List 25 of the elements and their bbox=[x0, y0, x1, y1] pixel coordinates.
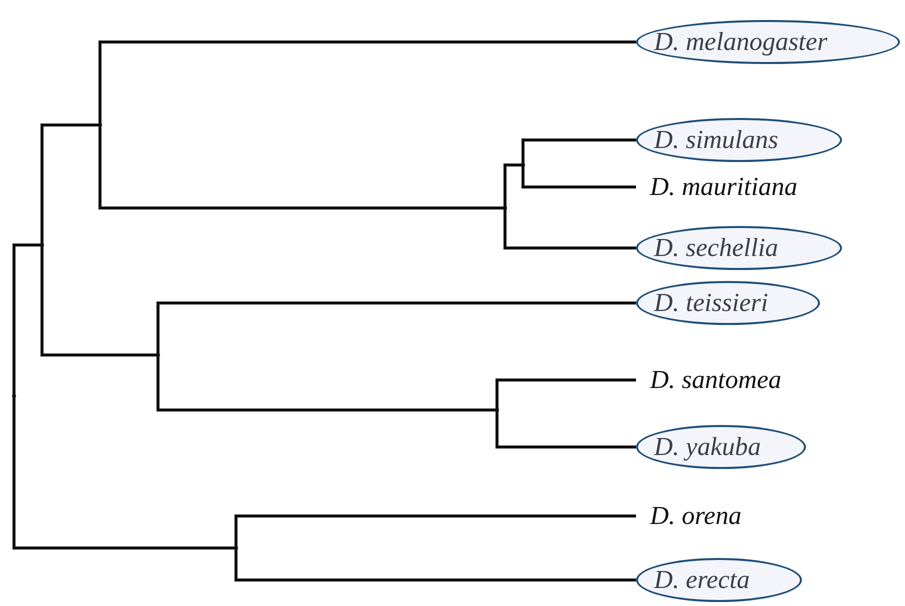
tree-branch bbox=[234, 548, 636, 582]
species-oval: D. sechellia bbox=[636, 226, 842, 270]
tree-branch bbox=[12, 244, 42, 396]
tree-branch bbox=[496, 410, 636, 448]
tree-branch bbox=[504, 164, 523, 208]
tree-branch bbox=[522, 138, 636, 165]
tree-branch bbox=[156, 302, 636, 355]
tree-branch bbox=[40, 124, 100, 245]
tree-branch bbox=[40, 245, 158, 356]
species-oval: D. teissieri bbox=[636, 281, 820, 325]
tree-branch bbox=[504, 208, 636, 250]
species-oval: D. yakuba bbox=[636, 425, 806, 469]
species-name: D. orena bbox=[636, 494, 796, 538]
species-oval: D. melanogaster bbox=[636, 20, 900, 64]
tree-branch bbox=[156, 355, 497, 412]
species-oval: D. simulans bbox=[636, 118, 842, 162]
tree-branch bbox=[522, 165, 636, 188]
tree-branch bbox=[496, 378, 636, 410]
tree-branch bbox=[98, 40, 636, 125]
tree-branch bbox=[234, 514, 636, 548]
tree-branch bbox=[12, 396, 236, 550]
tree-branch bbox=[98, 125, 505, 210]
species-oval: D. erecta bbox=[636, 558, 802, 602]
species-name: D. mauritiana bbox=[636, 165, 866, 209]
species-name: D. santomea bbox=[636, 358, 846, 402]
